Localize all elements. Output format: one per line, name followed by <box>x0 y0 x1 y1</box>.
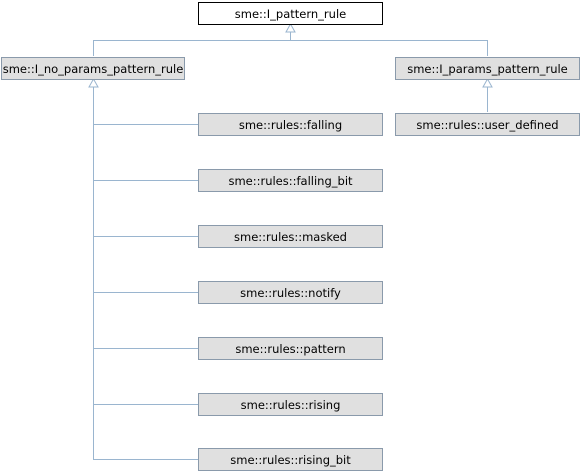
class-node-i-pattern-rule[interactable]: sme::I_pattern_rule <box>198 2 383 25</box>
class-node-rules-rising[interactable]: sme::rules::rising <box>198 393 383 416</box>
class-node-i-no-params-pattern-rule[interactable]: sme::I_no_params_pattern_rule <box>1 57 185 80</box>
class-node-rules-falling[interactable]: sme::rules::falling <box>198 113 383 136</box>
class-node-rules-notify[interactable]: sme::rules::notify <box>198 281 383 304</box>
arrowhead-params <box>482 77 493 88</box>
class-node-rules-user-defined[interactable]: sme::rules::user_defined <box>395 113 580 136</box>
class-node-rules-falling-bit[interactable]: sme::rules::falling_bit <box>198 169 383 192</box>
class-node-rules-rising-bit[interactable]: sme::rules::rising_bit <box>198 448 383 471</box>
arrowhead-root <box>285 22 296 33</box>
class-node-i-params-pattern-rule[interactable]: sme::I_params_pattern_rule <box>395 57 580 80</box>
class-node-rules-masked[interactable]: sme::rules::masked <box>198 225 383 248</box>
arrowhead-no-params <box>88 77 99 88</box>
class-node-rules-pattern[interactable]: sme::rules::pattern <box>198 337 383 360</box>
